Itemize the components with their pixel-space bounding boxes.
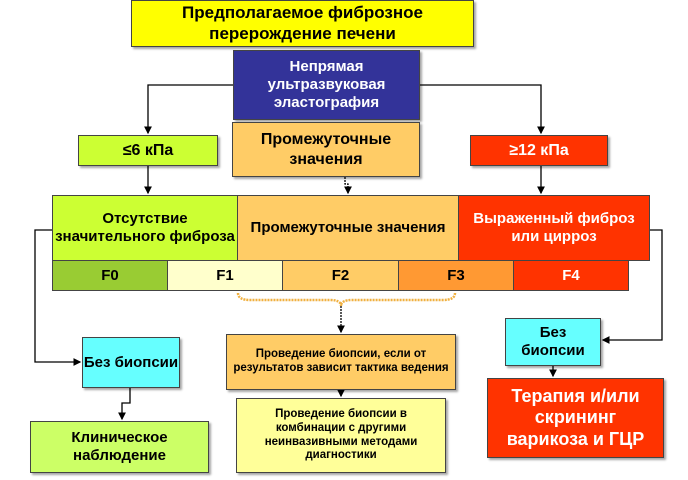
stage-f3: F3: [398, 260, 514, 291]
stage-f0: F0: [52, 260, 168, 291]
biopsy-combo-box: Проведение биопсии в комбинации с другим…: [236, 398, 446, 473]
observation-box: Клиническое наблюдение: [30, 421, 209, 473]
no-biopsy-right-box: Без биопсии: [505, 318, 601, 366]
biopsy-if-box: Проведение биопсии, если от результатов …: [226, 334, 456, 390]
category-no-fibrosis: Отсутствие значительного фиброза: [52, 195, 238, 261]
stage-f4: F4: [513, 260, 629, 291]
threshold-high-box: ≥12 кПа: [470, 135, 608, 166]
threshold-low-box: ≤6 кПа: [78, 135, 218, 166]
stage-f1: F1: [167, 260, 283, 291]
suspected-fibrosis-box: Предполагаемое фиброзное перерождение пе…: [131, 0, 474, 47]
category-severe: Выраженный фиброз или цирроз: [458, 195, 650, 261]
threshold-mid-box: Промежуточные значения: [232, 122, 420, 177]
category-intermediate: Промежуточные значения: [237, 195, 459, 261]
stage-f2: F2: [282, 260, 399, 291]
therapy-box: Терапия и/или скрининг варикоза и ГЦР: [487, 378, 664, 458]
elastography-box: Непрямая ультразвуковая эластография: [233, 50, 420, 120]
no-biopsy-left-box: Без биопсии: [82, 337, 180, 388]
